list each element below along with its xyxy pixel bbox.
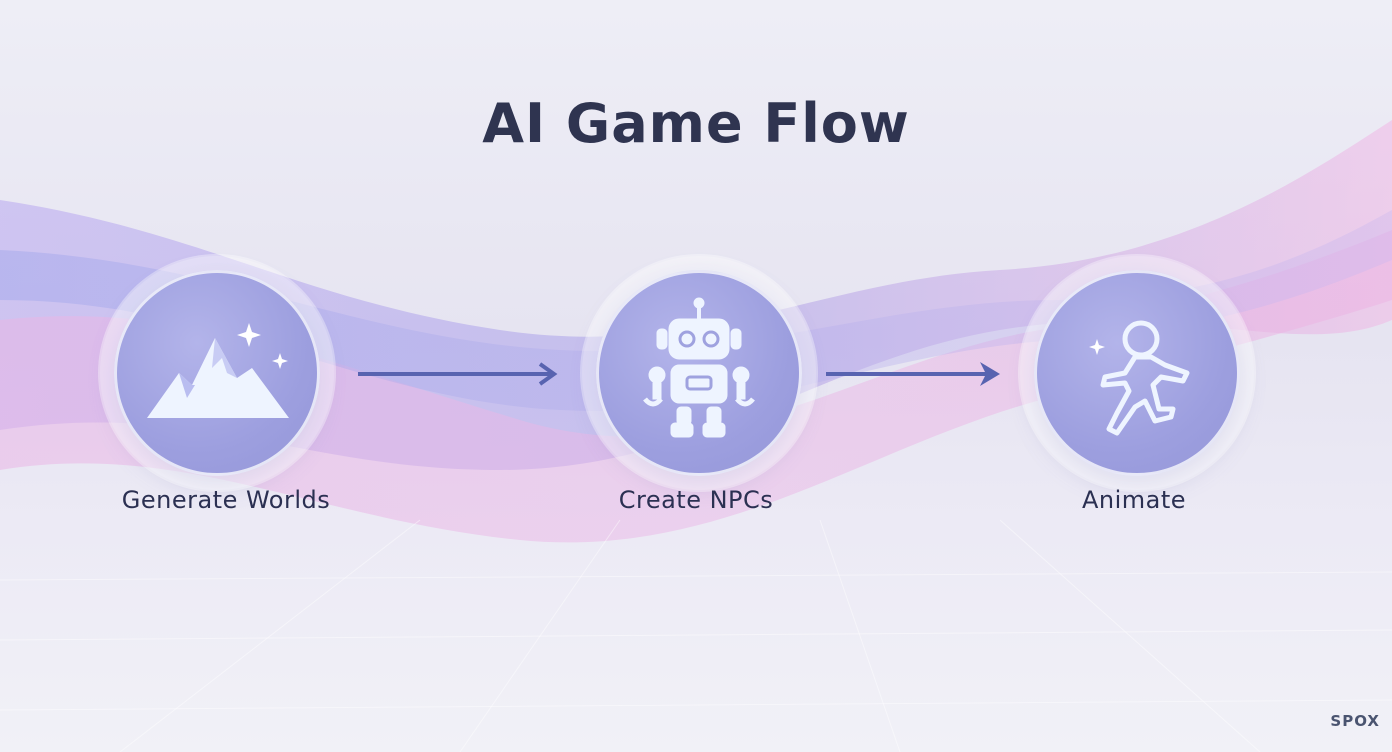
step-animate-node	[1034, 270, 1240, 476]
mountain-icon	[147, 323, 289, 418]
page-title: AI Game Flow	[482, 92, 910, 155]
running-figure-icon	[1089, 320, 1190, 436]
step-label-generate-worlds: Generate Worlds	[121, 486, 331, 514]
robot-icon	[643, 297, 755, 438]
step-generate-worlds-node	[114, 270, 320, 476]
step-label-create-npcs: Create NPCs	[618, 486, 774, 514]
step-create-npcs-node	[596, 270, 802, 476]
watermark: SPOX	[1330, 712, 1380, 730]
arrow-right-icon	[826, 362, 1000, 386]
arrow-right-icon	[358, 362, 558, 386]
step-label-animate: Animate	[1081, 486, 1187, 514]
